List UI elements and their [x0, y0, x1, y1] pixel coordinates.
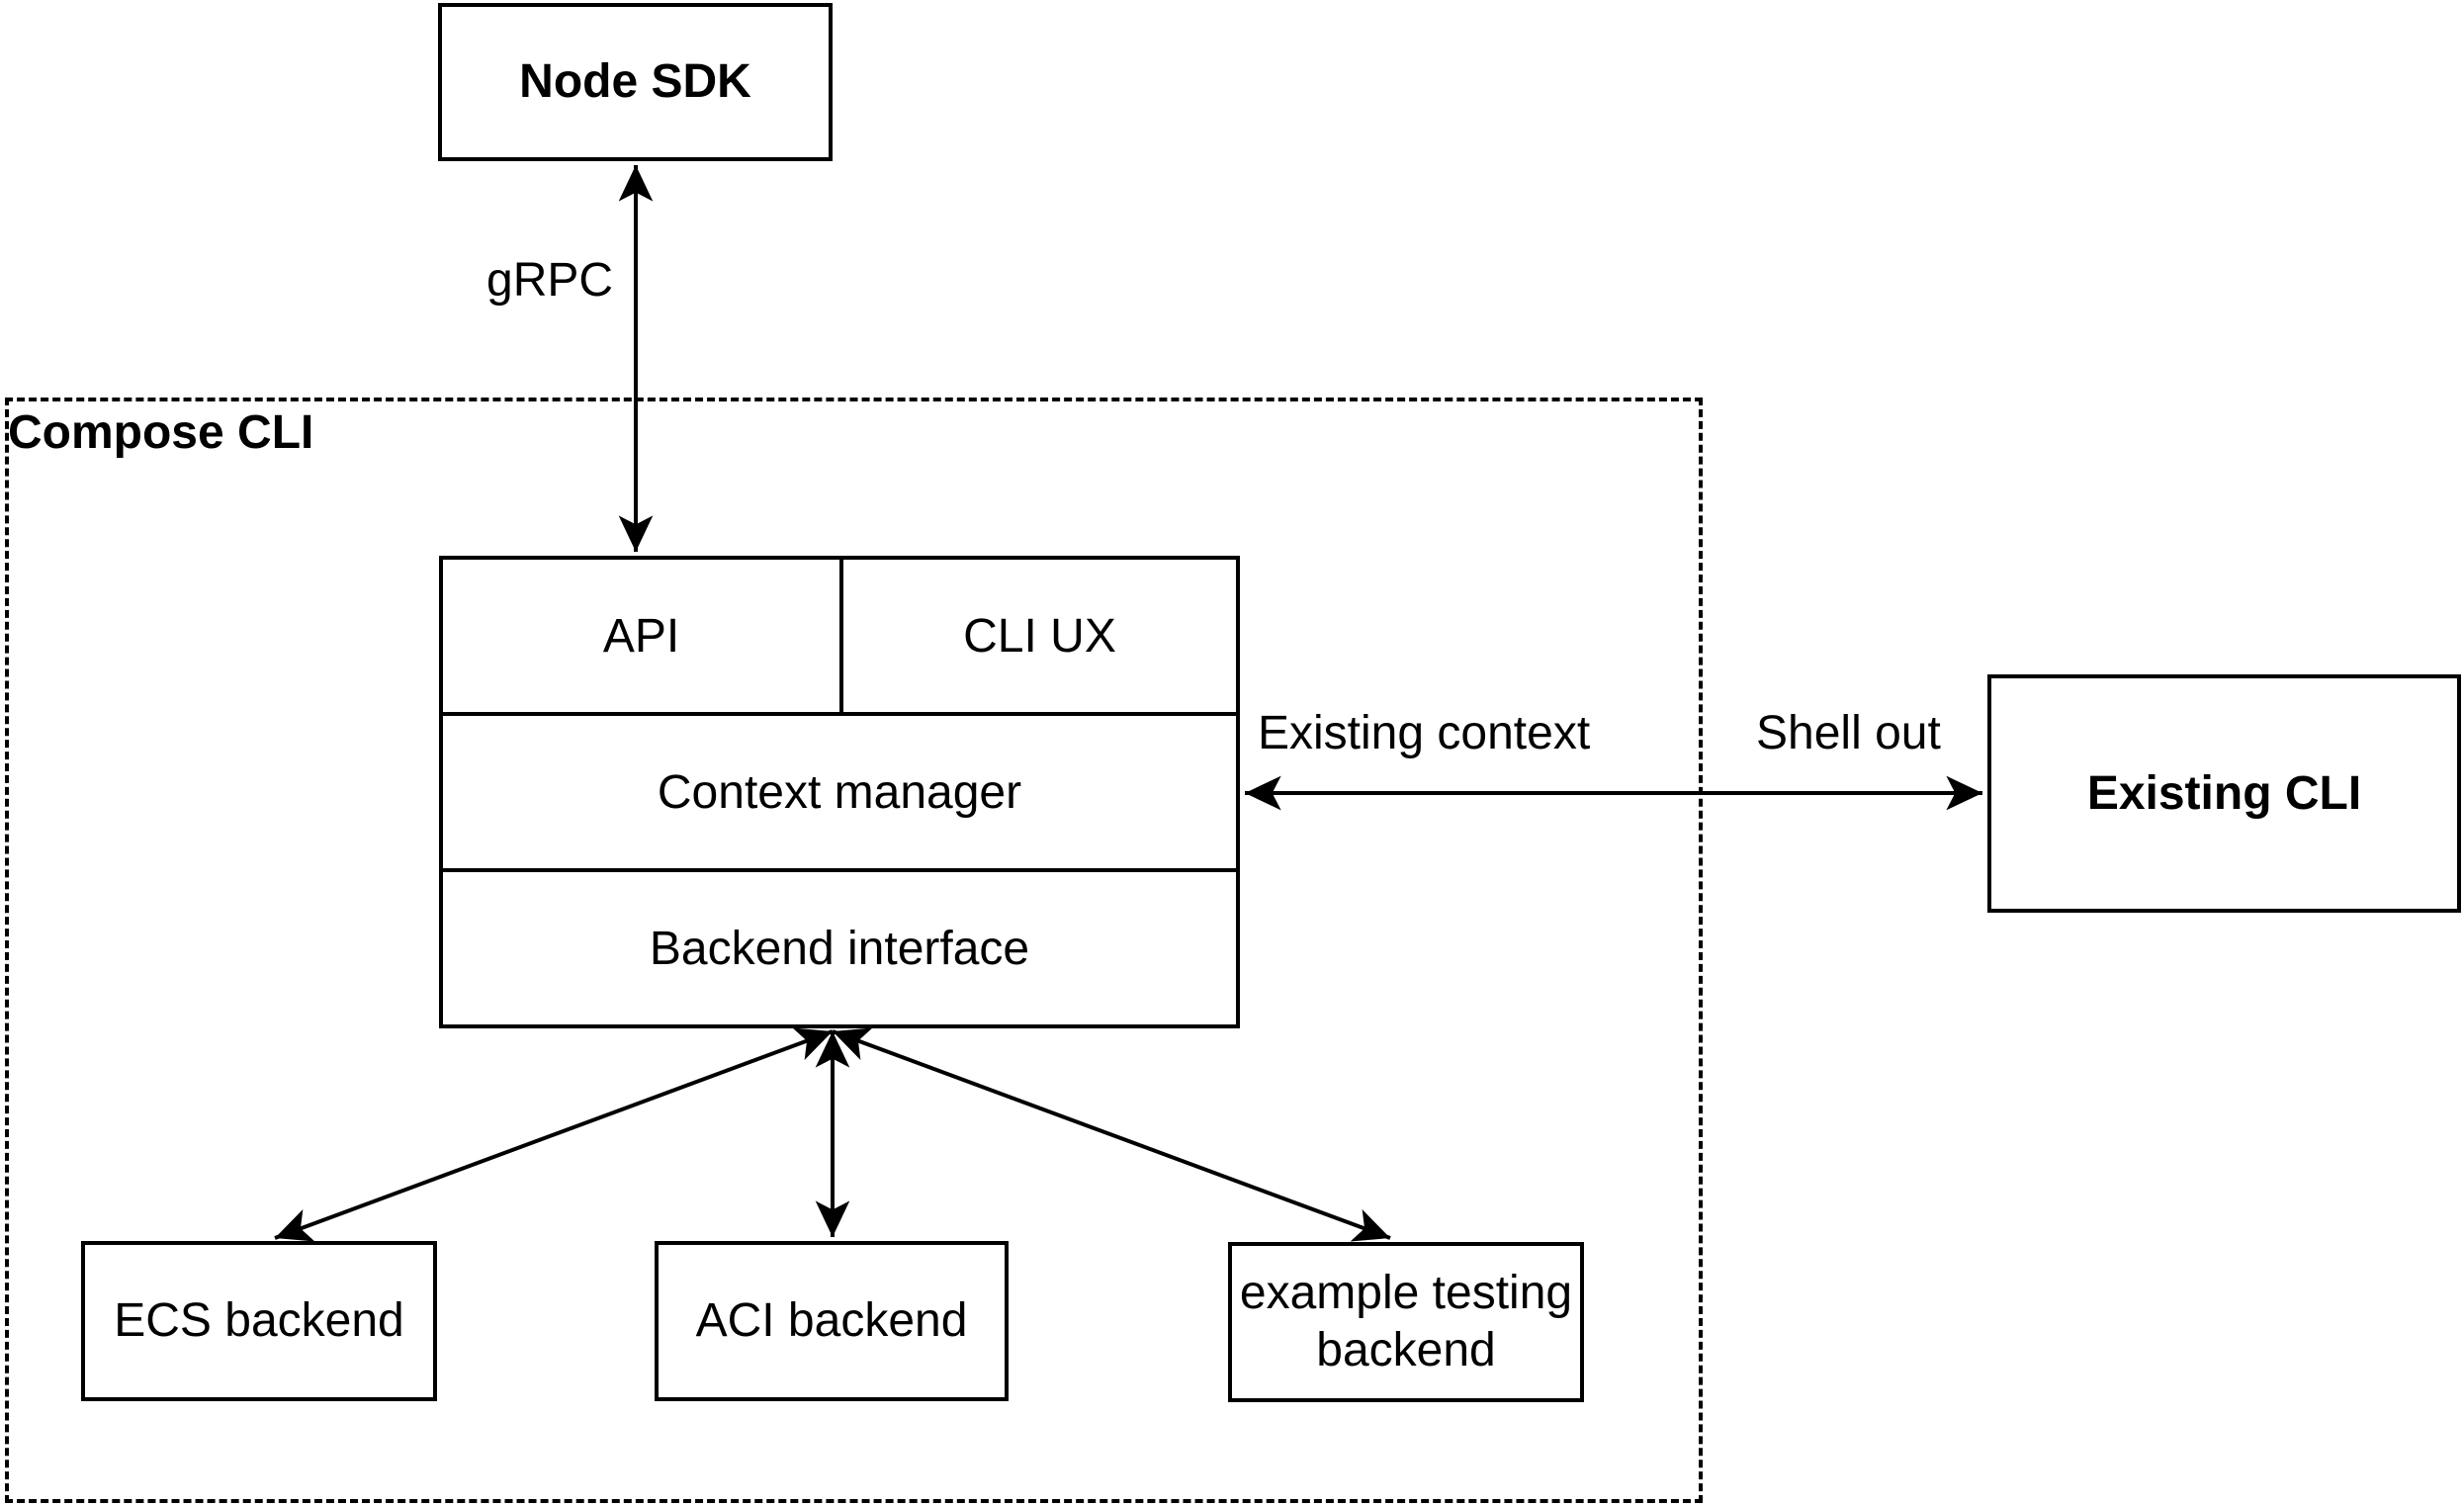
compose-cli-container-label: Compose CLI	[8, 406, 314, 459]
shell-out-edge-label: Shell out	[1756, 707, 1941, 759]
node-context-manager: Context manager	[443, 712, 1236, 868]
node-existing-cli: Existing CLI	[1987, 674, 2461, 913]
node-api: API	[602, 609, 680, 663]
node-node-sdk: Node SDK	[438, 3, 833, 161]
node-aci-backend: ACI backend	[655, 1241, 1009, 1401]
grpc-edge-label: gRPC	[486, 254, 614, 307]
existing-context-edge-label: Existing context	[1258, 707, 1591, 759]
stack-row-top: API CLI UX	[443, 560, 1236, 712]
node-compose-stack: API CLI UX Context manager Backend inter…	[439, 556, 1240, 1028]
compose-cli-container	[5, 398, 1703, 1503]
node-example-testing-backend: example testing backend	[1228, 1242, 1584, 1402]
example-testing-backend-arrow	[832, 1027, 1391, 1242]
node-ecs-backend: ECS backend	[81, 1241, 437, 1401]
node-backend-interface: Backend interface	[443, 868, 1236, 1024]
node-cli-ux: CLI UX	[839, 560, 1236, 712]
ecs-backend-arrow	[274, 1027, 834, 1242]
